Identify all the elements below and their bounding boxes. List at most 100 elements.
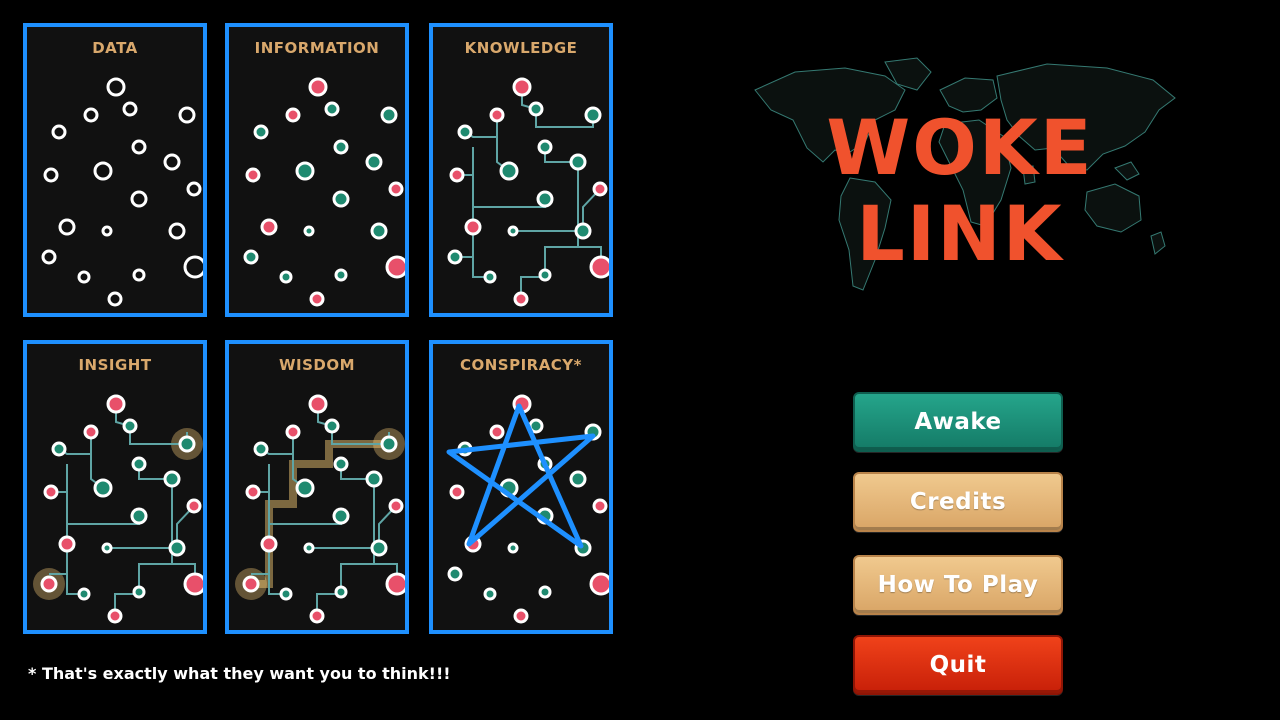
node-dot bbox=[385, 255, 405, 279]
node-dot bbox=[168, 222, 186, 240]
node-dot bbox=[183, 255, 203, 279]
logo-line-2: LINK bbox=[856, 189, 1064, 278]
node-dot bbox=[592, 498, 608, 514]
panel-insight: INSIGHT bbox=[23, 340, 207, 634]
node-dot bbox=[303, 225, 315, 237]
node-dot bbox=[58, 218, 76, 236]
node-dot bbox=[507, 542, 519, 554]
quit-button[interactable]: Quit bbox=[853, 635, 1063, 695]
node-dot bbox=[334, 268, 348, 282]
link-line bbox=[66, 464, 84, 595]
node-dot bbox=[58, 535, 76, 553]
node-dot bbox=[132, 585, 146, 599]
node-dot bbox=[365, 153, 383, 171]
node-dot bbox=[528, 101, 544, 117]
node-dot bbox=[43, 167, 59, 183]
awake-button[interactable]: Awake bbox=[853, 392, 1063, 452]
node-dot bbox=[380, 435, 398, 453]
node-dot bbox=[41, 249, 57, 265]
node-dot bbox=[537, 139, 553, 155]
colored-dots-icon bbox=[243, 77, 405, 307]
node-dot bbox=[40, 575, 58, 593]
node-dot bbox=[589, 255, 609, 279]
link-line bbox=[138, 479, 173, 592]
node-dot bbox=[163, 153, 181, 171]
pentagram-line bbox=[446, 403, 596, 549]
node-dot bbox=[324, 418, 340, 434]
node-dot bbox=[253, 441, 269, 457]
node-dot bbox=[168, 539, 186, 557]
node-dot bbox=[380, 106, 398, 124]
node-dot bbox=[163, 470, 181, 488]
link-line bbox=[472, 147, 490, 278]
node-dot bbox=[107, 291, 123, 307]
node-dot bbox=[279, 270, 293, 284]
node-dot bbox=[507, 225, 519, 237]
how-to-play-button[interactable]: How To Play bbox=[853, 555, 1063, 615]
link-line bbox=[473, 199, 546, 208]
node-dot bbox=[592, 181, 608, 197]
node-dot bbox=[285, 424, 301, 440]
panel-title: CONSPIRACY* bbox=[459, 356, 583, 374]
link-line bbox=[269, 516, 342, 525]
panel-information: INFORMATION bbox=[225, 23, 409, 317]
link-line bbox=[67, 516, 140, 525]
footnote: * That's exactly what they want you to t… bbox=[28, 664, 451, 683]
node-dot bbox=[457, 124, 473, 140]
panel-title: WISDOM bbox=[278, 356, 356, 374]
node-dot bbox=[324, 101, 340, 117]
node-dot bbox=[483, 270, 497, 284]
node-dot bbox=[309, 291, 325, 307]
node-dot bbox=[260, 218, 278, 236]
node-dot bbox=[122, 101, 138, 117]
node-dot bbox=[245, 167, 261, 183]
node-dot bbox=[538, 585, 552, 599]
node-dot bbox=[83, 424, 99, 440]
node-dot bbox=[589, 572, 609, 596]
node-dot bbox=[132, 268, 146, 282]
node-dot bbox=[334, 585, 348, 599]
node-dot bbox=[51, 124, 67, 140]
node-dot bbox=[101, 225, 113, 237]
node-dot bbox=[245, 484, 261, 500]
node-dot bbox=[242, 575, 260, 593]
node-dot bbox=[83, 107, 99, 123]
node-dot bbox=[308, 77, 328, 97]
link-line bbox=[544, 162, 579, 275]
node-dot bbox=[93, 161, 113, 181]
node-dot bbox=[333, 139, 349, 155]
node-dot bbox=[285, 107, 301, 123]
node-dot bbox=[569, 470, 587, 488]
node-dot bbox=[332, 507, 350, 525]
credits-button[interactable]: Credits bbox=[853, 472, 1063, 532]
node-dot bbox=[449, 484, 465, 500]
node-dot bbox=[538, 268, 552, 282]
node-dot bbox=[332, 190, 350, 208]
node-dot bbox=[489, 424, 505, 440]
node-dot bbox=[483, 587, 497, 601]
panel-knowledge: KNOWLEDGE bbox=[429, 23, 613, 317]
node-dot bbox=[260, 535, 278, 553]
node-dot bbox=[499, 161, 519, 181]
node-dot bbox=[130, 190, 148, 208]
node-dot bbox=[131, 139, 147, 155]
panel-title: INSIGHT bbox=[78, 356, 152, 374]
node-dot bbox=[303, 542, 315, 554]
node-dot bbox=[178, 435, 196, 453]
link-line bbox=[340, 479, 375, 592]
node-dot bbox=[295, 478, 315, 498]
node-dot bbox=[178, 106, 196, 124]
panel-title: KNOWLEDGE bbox=[464, 39, 578, 57]
node-dot bbox=[333, 456, 349, 472]
pentagram-network-icon bbox=[446, 394, 609, 624]
node-dot bbox=[489, 107, 505, 123]
node-dot bbox=[309, 608, 325, 624]
node-dot bbox=[131, 456, 147, 472]
panel-title: DATA bbox=[92, 39, 138, 57]
node-dot bbox=[512, 77, 532, 97]
node-dot bbox=[122, 418, 138, 434]
node-dot bbox=[186, 498, 202, 514]
panel-title: INFORMATION bbox=[254, 39, 380, 57]
node-dot bbox=[370, 539, 388, 557]
node-dot bbox=[536, 190, 554, 208]
